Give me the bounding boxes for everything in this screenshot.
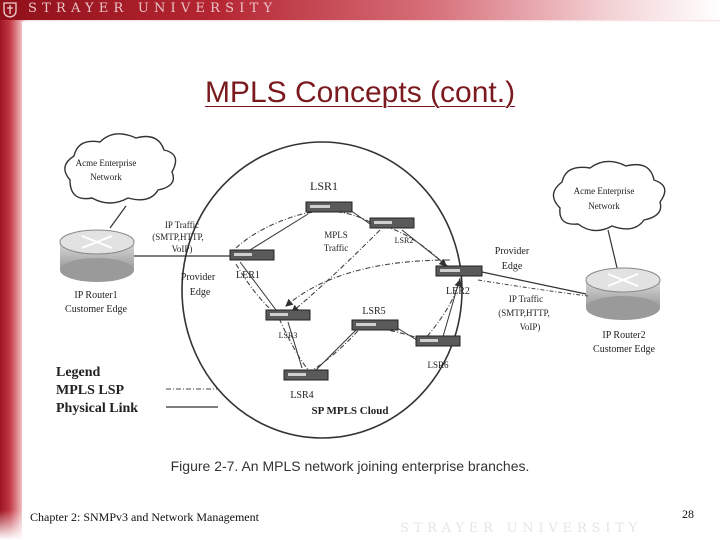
router2-line2: Customer Edge (593, 344, 655, 355)
ler1-label: LER1 (236, 270, 260, 281)
sp-mpls-cloud-boundary (181, 141, 463, 439)
lsr3-router-icon (265, 309, 311, 321)
ip-traffic-left-line2: (SMTP,HTTP, (152, 232, 204, 242)
provider-edge-left-line1: Provider (181, 272, 216, 283)
ip-traffic-left-line1: IP Traffic (165, 220, 199, 230)
slide-title: MPLS Concepts (cont.) (0, 76, 720, 110)
ip-traffic-left-line3: VoIP) (172, 244, 193, 254)
page-number: 28 (682, 507, 694, 521)
mpls-lsp-lsr2-lsr3 (291, 229, 381, 313)
link-lsr6-ler2 (441, 277, 461, 341)
left-enterprise-cloud (64, 133, 177, 204)
link-cloud-router1 (109, 205, 127, 229)
lsr5-router-icon (351, 319, 399, 331)
link-lsr3-lsr4 (287, 321, 303, 369)
lsr5-label: LSR5 (362, 306, 385, 317)
ler2-router-icon (435, 265, 483, 277)
mpls-lsp-ler2-router2 (477, 279, 589, 297)
lsr4-label: LSR4 (290, 390, 313, 401)
frame-bottom-fade (0, 510, 720, 540)
cloud-right-line2: Network (588, 201, 620, 211)
lsr4-router-icon (283, 369, 329, 381)
provider-edge-right-line1: Provider (495, 246, 530, 257)
legend-title: Legend (56, 365, 101, 380)
ip-traffic-right-line2: (SMTP,HTTP, (498, 308, 550, 318)
mpls-network-diagram: Acme Enterprise Network Acme Enterprise … (56, 133, 666, 439)
router2-line1: IP Router2 (602, 330, 645, 341)
mpls-lsp-return (285, 259, 451, 307)
lsr6-label: LSR6 (427, 360, 449, 370)
router1-line2: Customer Edge (65, 304, 127, 315)
link-ler1-lsr1 (249, 213, 309, 251)
ip-router2-icon (585, 267, 661, 320)
footer-chapter: Chapter 2: SNMPv3 and Network Management (30, 510, 259, 524)
router1-line1: IP Router1 (74, 290, 117, 301)
link-cloud-router2 (607, 229, 619, 273)
sp-cloud-label: SP MPLS Cloud (311, 405, 388, 417)
mpls-traffic-line1: MPLS (324, 230, 348, 240)
university-crest-icon (3, 2, 17, 18)
lsr2-router-icon (369, 217, 415, 229)
link-ler2-router2 (481, 271, 587, 295)
provider-edge-right-line2: Edge (502, 261, 523, 272)
mpls-network-figure: Acme Enterprise Network Acme Enterprise … (40, 130, 680, 448)
lsr1-router-icon (305, 201, 353, 213)
provider-edge-left-line2: Edge (190, 287, 211, 298)
ler1-router-icon (229, 249, 275, 261)
cloud-right-line1: Acme Enterprise (574, 186, 635, 196)
legend-physical-link: Physical Link (56, 401, 138, 416)
ler2-label: LER2 (446, 286, 470, 297)
link-lsr4-lsr5 (315, 327, 359, 371)
lsr3-label: LSR3 (279, 331, 298, 340)
brand-header: STRAYER UNIVERSITY (28, 1, 278, 16)
slide-title-text: MPLS Concepts (cont.) (204, 76, 516, 109)
lsr6-router-icon (415, 335, 461, 347)
legend-mpls-lsp: MPLS LSP (56, 383, 125, 398)
lsr1-label: LSR1 (310, 179, 338, 193)
ip-traffic-right-line3: VoIP) (520, 322, 541, 332)
link-ler1-lsr3 (239, 261, 277, 311)
cloud-left-line2: Network (90, 172, 122, 182)
lsr2-label: LSR2 (395, 236, 414, 245)
brand-footer: STRAYER UNIVERSITY (400, 521, 643, 536)
ip-traffic-right-line1: IP Traffic (509, 294, 543, 304)
right-enterprise-cloud (552, 160, 666, 232)
top-banner (0, 0, 720, 20)
ip-router1-icon (59, 229, 135, 282)
cloud-left-line1: Acme Enterprise (76, 158, 137, 168)
mpls-lsp-upper (235, 210, 447, 267)
mpls-traffic-line2: Traffic (324, 243, 349, 253)
figure-caption: Figure 2-7. An MPLS network joining ente… (170, 458, 530, 474)
